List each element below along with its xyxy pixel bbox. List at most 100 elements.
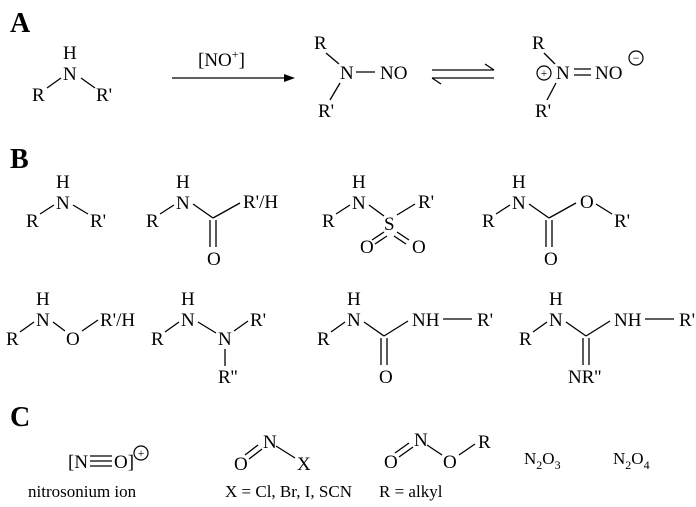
- bond: [159, 204, 175, 215]
- atom-r: R: [478, 432, 491, 453]
- panel-label-b: B: [10, 144, 29, 175]
- positive-charge-circle: [536, 65, 552, 81]
- bond: [46, 77, 62, 89]
- structure-sulfonamide: H N R S R' O O: [322, 172, 434, 258]
- reactant-amine: H N R R': [32, 43, 112, 106]
- bond: [495, 204, 511, 215]
- formula-n2o4: N2O4: [613, 449, 650, 472]
- sulfonyl-bond-2: [374, 235, 388, 245]
- bond: [363, 321, 385, 337]
- double-bond-1: [244, 444, 259, 456]
- atom-n: N: [549, 310, 563, 331]
- atom-no: NO: [380, 63, 407, 84]
- bond: [329, 82, 341, 101]
- atom-nr-double-prime: NR'': [568, 367, 601, 388]
- atom-o: O: [360, 237, 374, 258]
- bond: [52, 321, 66, 332]
- panel-label-a: A: [10, 8, 31, 39]
- atom-h: H: [176, 172, 190, 193]
- atom-r: R: [519, 329, 532, 350]
- atom-r: R: [482, 211, 495, 232]
- forward-half-head: [484, 63, 495, 71]
- product-nitrosamine: R N NO R': [314, 33, 407, 122]
- atom-n: N: [263, 432, 277, 453]
- atom-n: N: [176, 193, 190, 214]
- formula-n2o3: N2O3: [524, 449, 561, 472]
- atom-r: R: [532, 33, 545, 54]
- bond: [212, 202, 241, 219]
- atom-n: N: [63, 64, 77, 85]
- atom-r: R: [32, 85, 45, 106]
- bond: [546, 82, 557, 101]
- atom-n: N: [556, 63, 570, 84]
- bond: [595, 203, 613, 215]
- arrow-head: [284, 74, 295, 82]
- atom-r-prime: R': [318, 101, 334, 122]
- sulfonyl-bond-1: [371, 231, 385, 241]
- atom-h: H: [56, 172, 70, 193]
- structure-hydrazine: H N R N R' R'': [151, 289, 266, 388]
- atom-n: N: [56, 193, 70, 214]
- bond: [192, 203, 214, 219]
- atom-o-bracket: O]: [114, 452, 134, 473]
- atom-o-ester: O: [580, 192, 594, 213]
- structure-urea: H N R NH R' O: [317, 289, 493, 388]
- panel-c: C [N O] + nitrosonium ion N O X X = Cl, …: [10, 402, 650, 501]
- structure-guanidine: H N R NH R' NR'': [519, 289, 695, 388]
- atom-n: N: [414, 430, 428, 451]
- atom-h: H: [36, 289, 50, 310]
- atom-r-prime: R': [679, 310, 695, 331]
- negative-charge-circle: [628, 50, 644, 66]
- bond: [383, 320, 409, 337]
- bond: [72, 204, 89, 215]
- atom-r-prime: R': [477, 310, 493, 331]
- reaction-arrow: [NO+]: [172, 47, 295, 82]
- atom-r-prime: R': [90, 211, 106, 232]
- atom-r: R: [146, 211, 159, 232]
- atom-nh: NH: [614, 310, 642, 331]
- bond: [368, 204, 385, 217]
- atom-r-prime-h: R'/H: [243, 192, 278, 213]
- bond: [330, 321, 346, 333]
- atom-n: N: [36, 310, 50, 331]
- atom-r: R: [322, 211, 335, 232]
- atom-o: O: [234, 454, 248, 475]
- bond: [543, 52, 556, 65]
- atom-r-prime-h: R'/H: [100, 310, 135, 331]
- double-bond-1: [394, 442, 410, 454]
- atom-o: O: [544, 249, 558, 270]
- atom-x: X: [297, 454, 311, 475]
- double-bond-2: [398, 446, 414, 458]
- atom-n: N: [512, 193, 526, 214]
- bond: [39, 204, 55, 215]
- atom-n-bracket: [N: [68, 452, 88, 473]
- bond: [19, 321, 35, 333]
- caption-nitrite: R = alkyl: [379, 482, 443, 501]
- atom-n: N: [352, 193, 366, 214]
- bond: [164, 321, 180, 333]
- negative-charge: −: [633, 51, 640, 65]
- bond: [585, 320, 611, 337]
- atom-r: R: [314, 33, 327, 54]
- atom-n: N: [340, 63, 354, 84]
- atom-r-prime: R': [614, 211, 630, 232]
- caption-halide: X = Cl, Br, I, SCN: [225, 482, 352, 501]
- atom-h: H: [347, 289, 361, 310]
- atom-r-prime: R': [96, 85, 112, 106]
- atom-r-prime: R': [418, 192, 434, 213]
- atom-h: H: [352, 172, 366, 193]
- double-bond-2: [248, 448, 263, 460]
- sulfonyl-bond-3: [396, 231, 410, 241]
- atom-o: O: [443, 452, 457, 473]
- atom-h: H: [63, 43, 77, 64]
- atom-o: O: [412, 237, 426, 258]
- positive-charge-circle: [133, 445, 149, 461]
- structure-nitrosonium: [N O] + nitrosonium ion: [28, 445, 149, 501]
- bond: [528, 203, 550, 219]
- structure-amine: H N R R': [26, 172, 106, 232]
- panel-b: B H N R R' H N R R'/H O H N R: [6, 144, 695, 388]
- reverse-half-head: [431, 77, 442, 85]
- positive-charge: +: [138, 446, 145, 460]
- reagent-label: [NO+]: [198, 47, 245, 71]
